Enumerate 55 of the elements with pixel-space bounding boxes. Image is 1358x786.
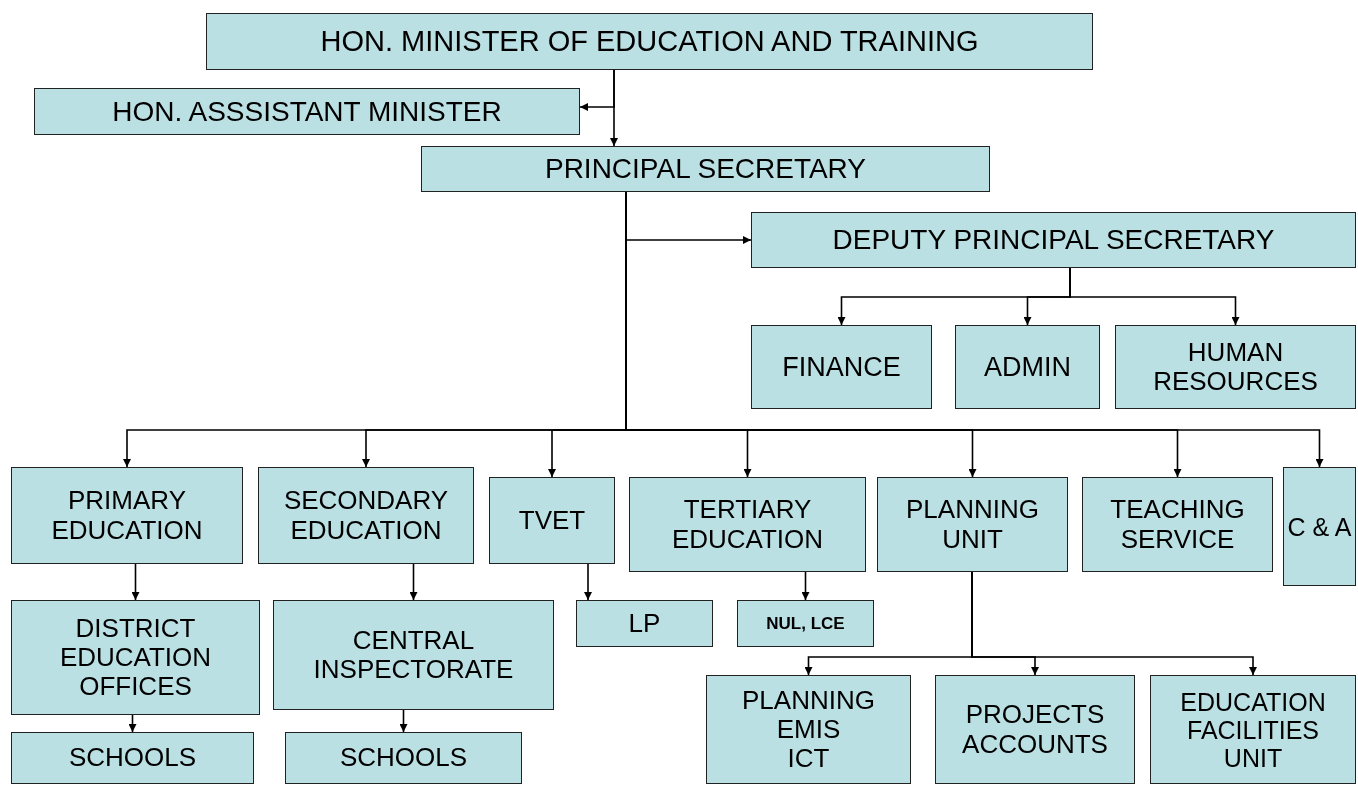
- box-label: NUL, LCE: [766, 614, 845, 633]
- box-label: PRIMARY EDUCATION: [50, 486, 204, 545]
- box-label: FINANCE: [782, 351, 901, 383]
- org-box: [285, 732, 522, 784]
- box-label: PLANNING EMIS ICT: [741, 685, 876, 774]
- box-label: LP: [628, 608, 661, 639]
- box-label: DEPUTY PRINCIPAL SECRETARY: [832, 224, 1275, 256]
- box-label: HUMAN RESOURCES: [1152, 337, 1319, 397]
- org-box: [751, 325, 932, 409]
- org-box: [935, 675, 1135, 784]
- org-box: [751, 212, 1356, 268]
- org-box: [11, 600, 260, 715]
- org-box: [576, 600, 713, 647]
- box-label: PRINCIPAL SECRETARY: [544, 153, 866, 185]
- org-box: [1283, 467, 1356, 586]
- box-label: TVET: [518, 505, 586, 536]
- org-box: [273, 600, 554, 710]
- org-box: [955, 325, 1100, 409]
- box-label: PROJECTS ACCOUNTS: [961, 700, 1109, 759]
- box-label: HON. ASSSISTANT MINISTER: [112, 95, 502, 128]
- box-label: EDUCATION FACILITIES UNIT: [1179, 687, 1327, 772]
- org-box: [34, 88, 580, 135]
- box-label: TEACHING SERVICE: [1109, 495, 1246, 554]
- org-box: [1150, 675, 1356, 784]
- org-box: [489, 477, 615, 564]
- box-label: CENTRAL INSPECTORATE: [312, 625, 515, 685]
- box-label: TERTIARY EDUCATION: [670, 495, 825, 554]
- box-label: SCHOOLS: [68, 743, 197, 773]
- box-label: ADMIN: [984, 351, 1071, 383]
- org-box: [258, 467, 474, 564]
- org-box: [629, 477, 866, 572]
- box-label: PLANNING UNIT: [905, 495, 1040, 554]
- box-label: DISTRICT EDUCATION OFFICES: [58, 613, 213, 702]
- org-box: [421, 146, 990, 192]
- box-label: HON. MINISTER OF EDUCATION AND TRAINING: [320, 25, 979, 58]
- box-label: SCHOOLS: [339, 743, 468, 773]
- box-label: C & A: [1287, 512, 1352, 541]
- org-box: [706, 675, 911, 784]
- arrow: [409, 563, 418, 601]
- arrow: [584, 563, 592, 601]
- org-box: [11, 467, 243, 564]
- arrow: [801, 571, 810, 601]
- org-box: [877, 477, 1068, 572]
- org-box: [11, 732, 254, 784]
- arrow: [610, 69, 618, 147]
- box-label: SECONDARY EDUCATION: [282, 486, 450, 545]
- arrow: [399, 709, 408, 733]
- org-box: [1082, 477, 1273, 572]
- arrow: [128, 714, 137, 733]
- arrow: [971, 571, 1257, 676]
- arrow: [1069, 267, 1240, 326]
- org-box: [206, 13, 1093, 70]
- org-box: [737, 600, 874, 647]
- arrow: [131, 563, 140, 601]
- org-box: [1115, 325, 1356, 409]
